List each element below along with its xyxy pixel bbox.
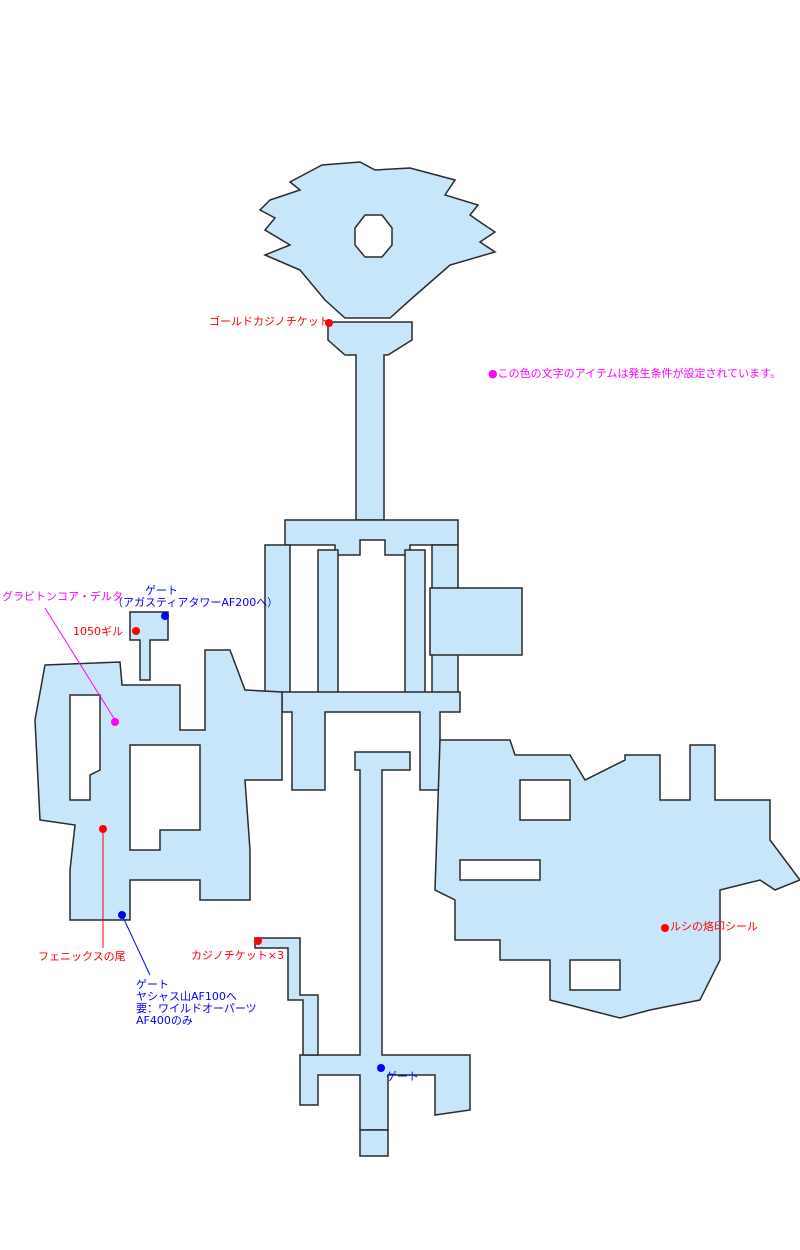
east-gap-1: [519, 779, 571, 821]
gate-left-destination: ヤシャス山AF100へ: [136, 990, 237, 1003]
inner-left-shaft: [317, 549, 339, 701]
casino-branch: [254, 937, 319, 1056]
phoenix-down-label: フェニックスの尾: [38, 950, 126, 963]
gate-bottom-label: ゲート: [386, 1070, 419, 1083]
east-gap-3: [459, 859, 541, 881]
lucy-seal-label: ルシの烙印シール: [670, 920, 758, 933]
inner-right-shaft: [404, 549, 426, 701]
gil-label: 1050ギル: [73, 625, 123, 638]
item-marker: [132, 627, 140, 635]
neck-corridor: [327, 321, 413, 521]
item-marker: [99, 825, 107, 833]
gate-marker: [377, 1064, 385, 1072]
item-marker: [325, 319, 333, 327]
gate-marker: [118, 911, 126, 919]
gate-left-title: ゲート: [136, 978, 169, 991]
item-marker: [661, 924, 669, 932]
item-marker: [254, 937, 262, 945]
center-pillar: [354, 214, 393, 258]
gold-ticket-label: ゴールドカジノチケット: [209, 315, 330, 328]
mid-corridor: [281, 691, 461, 791]
left-shaft: [264, 544, 291, 706]
gate-left-requirement: 要：ワイルドオーパーツ: [136, 1002, 257, 1015]
gate-marker: [161, 612, 169, 620]
west-courtyard: [129, 744, 201, 851]
graviton-core-label: グラビトンコア・デルタ: [2, 590, 123, 603]
south-exit-room: [359, 1129, 389, 1157]
legend-text: ●この色の文字のアイテムは発生条件が設定されています。: [488, 367, 782, 380]
gate-tower-room: [129, 611, 169, 681]
conditional-item-marker: [111, 718, 119, 726]
east-gap-2: [569, 959, 621, 991]
gate-top-destination: （アガスティアタワーAF200へ）: [112, 596, 279, 609]
gate-left-condition: AF400のみ: [136, 1014, 193, 1027]
casino-ticket-label: カジノチケット×3: [191, 949, 284, 962]
gate-top-title: ゲート: [145, 584, 178, 597]
square-room: [429, 587, 523, 656]
